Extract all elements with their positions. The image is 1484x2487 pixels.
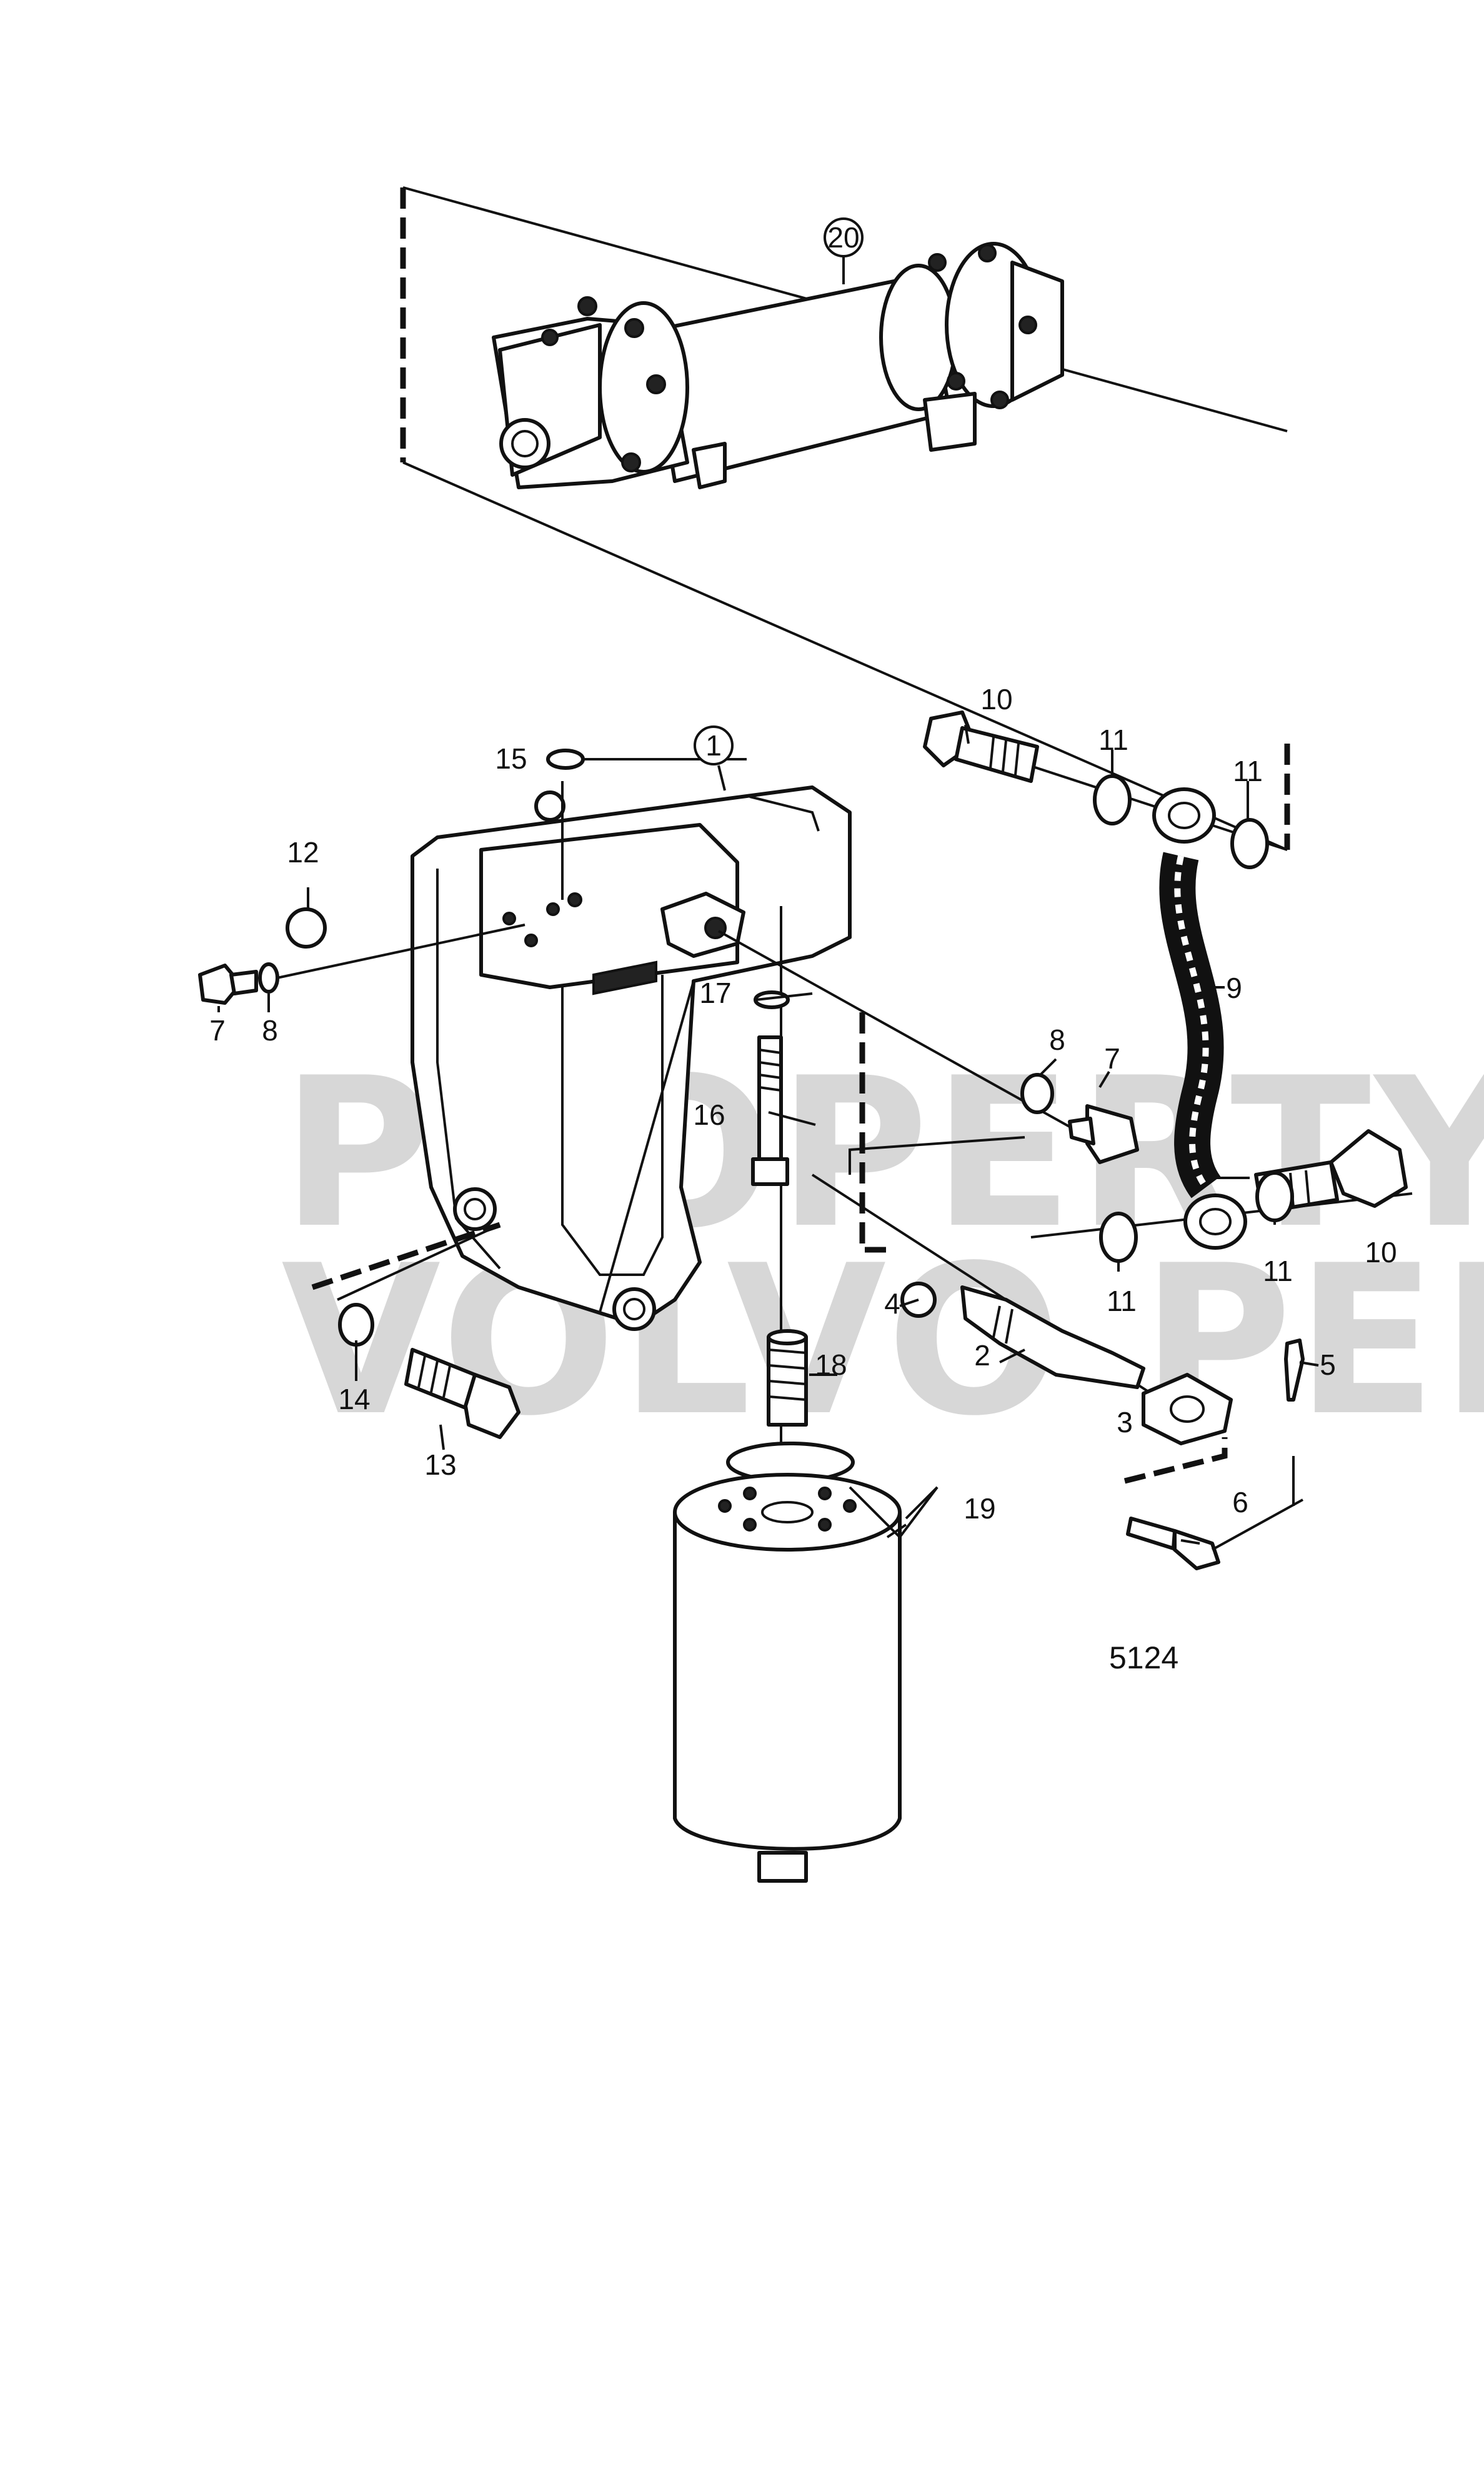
callout-9: 9 [1226, 972, 1242, 1004]
filter-drain-nut [757, 1851, 808, 1883]
o-ring-part-15 [546, 749, 585, 770]
callout-4: 4 [884, 1287, 900, 1320]
callout-3: 3 [1117, 1406, 1133, 1438]
washer-part-14 [338, 1303, 374, 1347]
callout-20: 20 [827, 221, 859, 254]
bracket-mount-hole-left [453, 1187, 497, 1231]
cooler-cylinder-end [879, 264, 958, 411]
washer-8-right [1020, 1073, 1054, 1114]
figure-reference-number: 5124 [1109, 1640, 1178, 1675]
callout-20-circle [824, 217, 864, 257]
callout-11-b: 11 [1233, 755, 1263, 787]
filter-top [673, 1473, 902, 1552]
washer-11-d [1099, 1212, 1138, 1263]
oil-filter-part-19 [673, 1442, 902, 1883]
cooler-port [499, 418, 550, 469]
callout-14: 14 [338, 1383, 370, 1415]
cooler-left-flange [598, 301, 689, 474]
hose-assembly [923, 710, 1408, 1263]
callouts: 20 1 2 3 4 5 6 7 7 8 8 9 10 10 11 11 11 … [209, 217, 1397, 1525]
callout-1: 1 [705, 729, 722, 762]
bolt-16-head [751, 1157, 789, 1186]
bracket-brace [599, 980, 695, 1313]
callout-leaders [217, 250, 1319, 1551]
bracket-mount-hole-right [612, 1287, 656, 1331]
bolt-part-16 [757, 1035, 783, 1164]
callout-2: 2 [974, 1339, 990, 1372]
cooler-right-block [1010, 261, 1064, 402]
screw-part-6 [1173, 1529, 1220, 1570]
callout-1-circle [694, 725, 734, 765]
banjo-bolt-bottom-head [1329, 1129, 1408, 1208]
small-parts [198, 749, 1305, 1570]
oil-cooler-part-20 [400, 186, 1290, 851]
callout-15: 15 [495, 742, 527, 775]
banjo-fitting-bottom [1183, 1194, 1247, 1250]
banjo-fitting-top [1152, 787, 1216, 844]
callout-11-a: 11 [1098, 724, 1128, 756]
callout-8-left: 8 [262, 1014, 278, 1047]
callout-18: 18 [815, 1348, 847, 1381]
callout-11-c: 11 [1263, 1255, 1293, 1287]
callout-10-top: 10 [980, 683, 1012, 715]
washer-11-a [1093, 774, 1132, 825]
sensor-part-2 [960, 1285, 1145, 1389]
o-ring-part-12 [286, 907, 327, 949]
washer-11-b [1230, 818, 1269, 869]
callout-8-right: 8 [1049, 1024, 1065, 1056]
callout-7-left: 7 [209, 1014, 226, 1047]
callout-17: 17 [699, 977, 731, 1009]
oil-cooler-ref-line-bottom [402, 461, 1288, 851]
filter-bracket-part-1 [411, 785, 852, 1331]
washer-11-c [1255, 1171, 1294, 1222]
callout-12: 12 [287, 836, 319, 869]
callout-6: 6 [1232, 1486, 1248, 1518]
filter-canister [673, 1510, 902, 1851]
callout-7-right: 7 [1104, 1042, 1120, 1075]
bolt-13-head [464, 1373, 520, 1439]
callout-16: 16 [693, 1099, 725, 1131]
bracket-boss [660, 892, 745, 958]
callout-10-bottom: 10 [1365, 1236, 1397, 1268]
callout-13: 13 [424, 1448, 456, 1481]
cotter-pin-part-5 [1284, 1338, 1305, 1402]
washer-8-left [258, 962, 279, 994]
bracket-column [561, 975, 664, 1276]
bracket-edge [436, 869, 501, 1270]
callout-19: 19 [964, 1492, 995, 1525]
callout-5: 5 [1320, 1348, 1336, 1381]
callout-11-d: 11 [1107, 1285, 1137, 1317]
